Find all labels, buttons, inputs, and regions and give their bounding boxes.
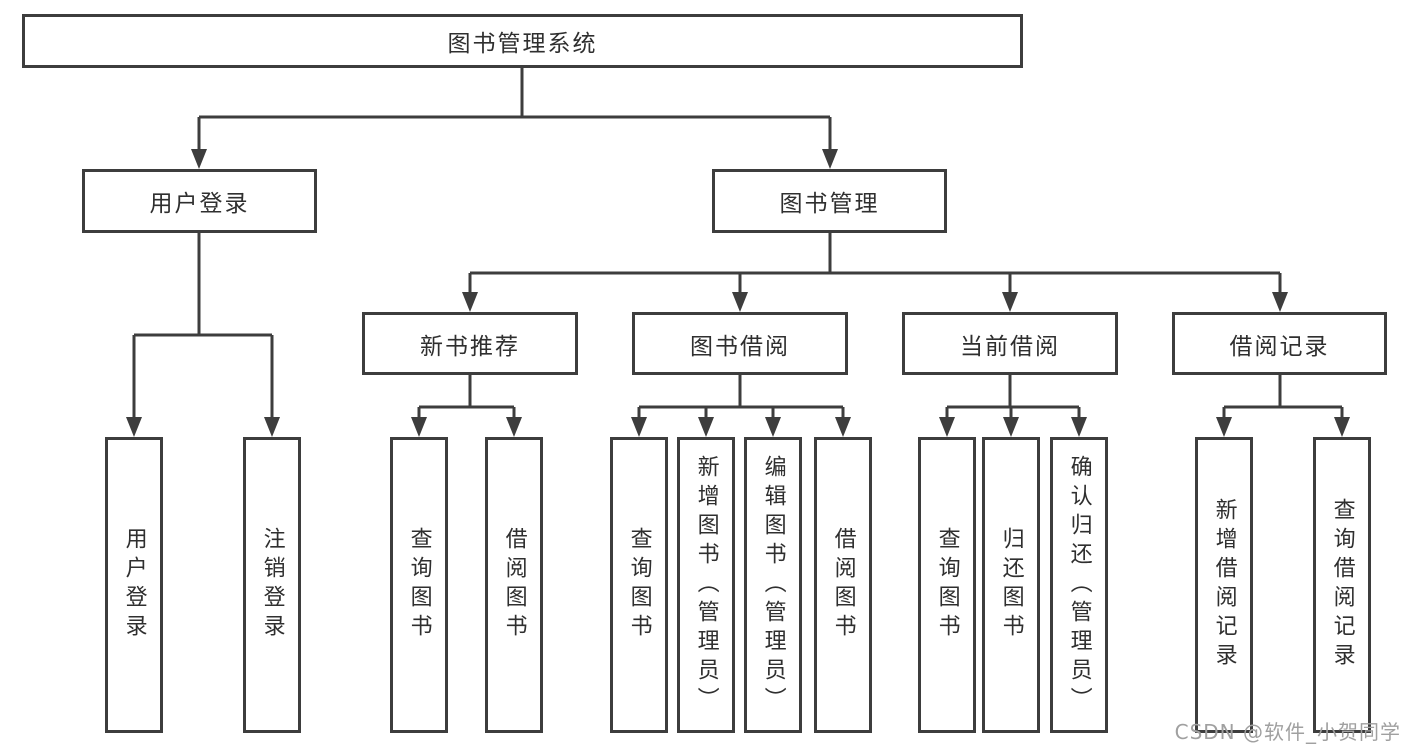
leaf-query-books-newrec: 查询图书 [390,437,448,733]
arrowheads [126,149,1350,437]
leaf-label: 确认归还（管理员） [1066,454,1092,716]
leaf-query-borrow-record: 查询借阅记录 [1313,437,1371,733]
leaf-borrow-books-newrec: 借阅图书 [485,437,543,733]
leaf-label: 注销登录 [259,527,285,643]
leaf-label: 借阅图书 [501,527,527,643]
leaf-label: 借阅图书 [830,527,856,643]
node-book-borrowing: 图书借阅 [632,312,848,375]
node-label: 图书管理系统 [447,31,598,57]
leaf-query-books-borrow: 查询图书 [610,437,668,733]
node-new-book-recommend: 新书推荐 [362,312,578,375]
node-current-borrowing: 当前借阅 [902,312,1118,375]
leaf-logout: 注销登录 [243,437,301,733]
leaf-return-books: 归还图书 [982,437,1040,733]
leaf-label: 查询图书 [626,527,652,643]
csdn-watermark: CSDN @软件_小贺同学 [1174,720,1401,744]
leaf-confirm-return-admin: 确认归还（管理员） [1050,437,1108,733]
node-label: 图书借阅 [690,333,790,360]
leaf-label: 新增借阅记录 [1211,498,1237,672]
node-label: 当前借阅 [960,333,1060,360]
leaf-label: 查询借阅记录 [1329,498,1355,672]
leaf-borrow-books-borrow: 借阅图书 [814,437,872,733]
node-borrowing-records: 借阅记录 [1172,312,1387,375]
leaf-edit-book-admin: 编辑图书（管理员） [744,437,802,733]
leaf-label: 归还图书 [998,527,1024,643]
node-book-management: 图书管理 [712,169,947,233]
leaf-label: 编辑图书（管理员） [760,454,786,716]
leaf-add-borrow-record: 新增借阅记录 [1195,437,1253,733]
leaf-add-book-admin: 新增图书（管理员） [677,437,735,733]
leaf-label: 查询图书 [406,527,432,643]
node-label: 用户登录 [149,191,250,217]
leaf-user-login: 用户登录 [105,437,163,733]
leaf-query-books-current: 查询图书 [918,437,976,733]
leaf-label: 查询图书 [934,527,960,643]
leaf-label: 新增图书（管理员） [693,454,719,716]
node-label: 借阅记录 [1229,333,1330,360]
node-user-login: 用户登录 [82,169,317,233]
node-library-management-system: 图书管理系统 [22,14,1023,68]
node-label: 新书推荐 [420,333,520,360]
leaf-label: 用户登录 [121,527,147,643]
node-label: 图书管理 [779,191,880,217]
